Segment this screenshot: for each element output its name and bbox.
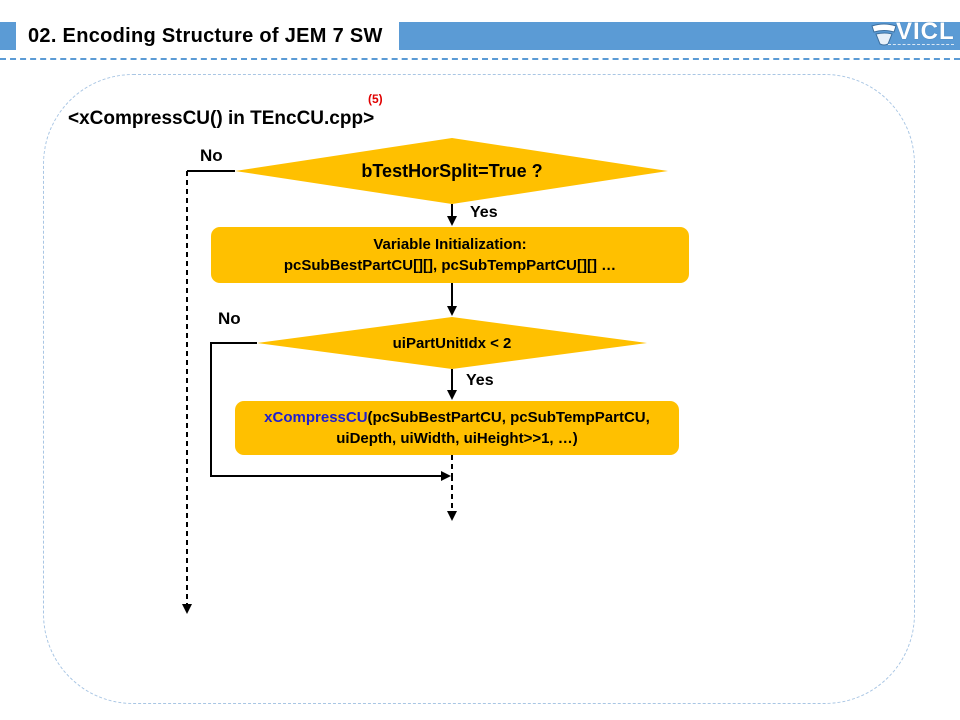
- process-1-line1: Variable Initialization:: [373, 236, 527, 253]
- slide-title-text: 02. Encoding Structure of JEM 7 SW: [28, 24, 383, 47]
- process-box-2: [235, 401, 679, 455]
- decision-2-label: uiPartUnitIdx < 2: [392, 334, 512, 352]
- process-2-text: xCompressCU(pcSubBestPartCU, pcSubTempPa…: [235, 401, 679, 455]
- decision-1-text: bTestHorSplit=True ?: [300, 155, 604, 187]
- vicl-logo: VICL: [870, 18, 956, 50]
- process-2-line1-args: (pcSubBestPartCU, pcSubTempPartCU,: [367, 409, 650, 426]
- process-2-line2: uiDepth, uiWidth, uiHeight>>1, …): [336, 430, 578, 447]
- logo-swoosh-icon: [871, 23, 897, 46]
- step-marker: (5): [368, 92, 383, 106]
- process-1-line2: pcSubBestPartCU[][], pcSubTempPartCU[][]…: [283, 257, 617, 274]
- decision-2-no-label: No: [218, 309, 241, 328]
- process-2-line1: xCompressCU(pcSubBestPartCU, pcSubTempPa…: [264, 407, 650, 428]
- decision-diamond-1: [235, 138, 668, 204]
- decision-2-text: uiPartUnitIdx < 2: [320, 330, 584, 356]
- slide-title: 02. Encoding Structure of JEM 7 SW: [16, 22, 400, 50]
- decision-1-label: bTestHorSplit=True ?: [361, 160, 543, 181]
- content-frame: [43, 74, 915, 704]
- process-1-text: Variable Initialization: pcSubBestPartCU…: [211, 227, 689, 283]
- decision-1-no-label: No: [200, 146, 223, 165]
- decision-2-yes-label: Yes: [466, 372, 494, 389]
- logo-subtitle-line: [888, 44, 954, 47]
- arrow-d2-no-path: [210, 342, 451, 481]
- decision-1-yes-label: Yes: [470, 204, 498, 221]
- function-call-name: xCompressCU: [264, 409, 368, 426]
- title-divider: [0, 58, 960, 60]
- process-box-1: [211, 227, 689, 283]
- logo-text: VICL: [896, 18, 955, 45]
- function-title: <xCompressCU() in TEncCU.cpp>: [68, 108, 375, 129]
- decision-diamond-2: [257, 317, 647, 369]
